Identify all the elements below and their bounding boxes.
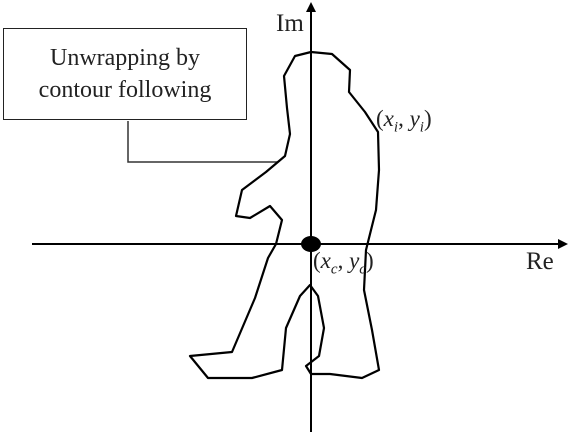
silhouette-contour (188, 50, 381, 380)
centroid-close-paren: ) (365, 248, 374, 273)
imaginary-axis-label: Im (276, 10, 304, 37)
boundary-close-paren: ) (423, 106, 432, 131)
centroid-x-sub: c (330, 261, 338, 278)
boundary-point-label: (xi, yi) (376, 106, 432, 137)
boundary-x-sub: i (393, 119, 399, 136)
boundary-separator: , (398, 106, 410, 131)
centroid-dot (301, 236, 321, 252)
centroid-x: x (320, 248, 331, 273)
centroid-separator: , (337, 248, 350, 273)
boundary-x: x (383, 106, 394, 131)
callout-box: Unwrapping by contour following (3, 28, 247, 120)
centroid-y-sub: c (359, 261, 366, 278)
centroid-y: y (349, 248, 360, 273)
boundary-y-sub: i (419, 119, 424, 136)
callout-leader-line (127, 121, 278, 163)
boundary-y: y (409, 106, 420, 131)
callout-line-1: Unwrapping by (50, 45, 200, 71)
boundary-open-paren: ( (376, 106, 384, 131)
real-axis-label: Re (526, 248, 554, 275)
centroid-point-label: (xc, yc) (313, 248, 374, 279)
callout-line-2: contour following (38, 77, 212, 103)
centroid-open-paren: ( (313, 248, 321, 273)
